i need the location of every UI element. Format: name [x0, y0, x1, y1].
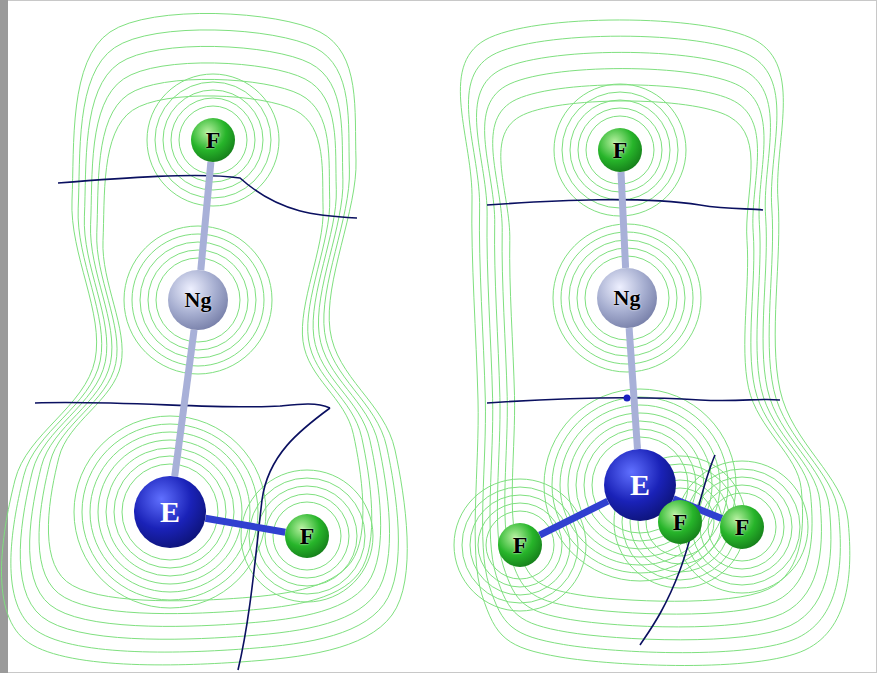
atom-sphere: F — [191, 118, 235, 162]
atom-label: E — [630, 470, 650, 500]
bond — [175, 330, 194, 477]
contour-line — [156, 258, 240, 342]
contour-line — [30, 63, 381, 626]
contour-line — [114, 456, 226, 568]
contour-line — [106, 448, 234, 576]
atom-sphere: F — [658, 500, 702, 544]
contour-line — [486, 511, 554, 579]
contour-line — [124, 226, 272, 374]
contour-line — [462, 487, 578, 603]
contour-line — [20, 46, 389, 639]
atom-label: F — [206, 128, 221, 152]
atom-sphere: E — [134, 476, 206, 548]
contour-line — [460, 20, 849, 666]
atom-sphere: Ng — [168, 270, 228, 330]
contour-line — [140, 242, 256, 358]
zero-flux-lines — [35, 175, 780, 670]
contour-line — [501, 101, 803, 601]
bond — [629, 328, 637, 449]
contour-line — [692, 477, 792, 577]
contour-line — [560, 405, 720, 565]
contour-line — [257, 486, 357, 586]
contour-line — [478, 503, 562, 587]
contour-line — [147, 74, 279, 206]
contour-line — [493, 85, 812, 614]
contour-line — [454, 479, 586, 611]
atom-label: F — [735, 515, 750, 539]
contour-line — [48, 96, 363, 601]
contour-line — [1, 13, 407, 664]
bond — [206, 518, 286, 532]
bond — [621, 172, 626, 268]
critical-point — [624, 395, 631, 402]
contour-line — [592, 437, 688, 533]
atom-label: F — [513, 533, 528, 557]
contour-line — [585, 256, 669, 340]
atom-label: E — [160, 497, 180, 527]
atom-sphere: F — [285, 514, 329, 558]
atom-label: F — [613, 138, 628, 162]
contour-line — [544, 389, 736, 581]
atom-sphere: F — [598, 128, 642, 172]
atom-sphere: F — [498, 523, 542, 567]
atom-sphere: F — [720, 505, 764, 549]
atom-label: Ng — [185, 289, 212, 311]
contour-line — [273, 502, 341, 570]
contour-line — [249, 478, 365, 594]
contour-line — [82, 424, 258, 600]
bond — [201, 162, 211, 270]
bond — [540, 501, 608, 535]
contour-line — [477, 52, 831, 639]
contour-line — [90, 432, 250, 592]
contour-line — [98, 440, 242, 584]
contour-line — [485, 69, 822, 627]
flux-line — [238, 408, 330, 670]
contour-line — [700, 485, 784, 569]
contour-line — [39, 79, 372, 613]
atom-sphere: Ng — [597, 268, 657, 328]
contour-lines — [1, 13, 849, 665]
atom-label: Ng — [614, 287, 641, 309]
contour-line — [11, 30, 399, 652]
contour-line — [74, 416, 266, 608]
contour-line — [265, 494, 349, 578]
contour-line — [241, 470, 373, 602]
contour-line — [122, 464, 218, 560]
contour-line — [155, 82, 271, 198]
contour-line — [470, 495, 570, 595]
contour-line — [132, 234, 264, 366]
contour-line — [468, 36, 840, 652]
contour-line — [708, 493, 776, 561]
atom-label: F — [300, 524, 315, 548]
atom-label: F — [673, 510, 688, 534]
